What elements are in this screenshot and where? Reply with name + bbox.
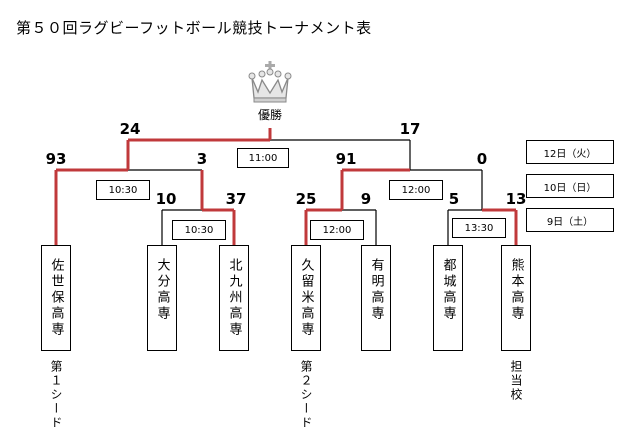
team-name: 佐世保高専 (48, 258, 64, 338)
final-time: 11:00 (237, 148, 289, 168)
team-box: 都城高専 (433, 245, 463, 351)
semi1-left-score: 93 (45, 150, 67, 168)
qf2-time: 12:00 (310, 220, 364, 240)
qf2-right-score: 9 (360, 190, 372, 208)
semi1-right-score: 3 (196, 150, 208, 168)
team-name: 久留米高専 (298, 258, 314, 338)
date-12: 12日（火） (526, 140, 614, 164)
team-box: 北九州高専 (219, 245, 249, 351)
final-left-score: 24 (119, 120, 141, 138)
seed-note-1: 第１シード (49, 360, 63, 430)
semi2-right-score: 0 (476, 150, 488, 168)
team-box: 久留米高専 (291, 245, 321, 351)
qf1-time: 10:30 (172, 220, 226, 240)
qf3-time: 13:30 (452, 218, 506, 238)
team-name: 都城高専 (440, 258, 456, 322)
champion-label: 優勝 (257, 108, 283, 122)
team-name: 有明高専 (368, 258, 384, 322)
qf1-left-score: 10 (155, 190, 177, 208)
date-10: 10日（日） (526, 174, 614, 198)
semi2-left-score: 91 (335, 150, 357, 168)
team-name: 北九州高専 (226, 258, 242, 338)
team-box: 大分高専 (147, 245, 177, 351)
host-note: 担当校 (509, 360, 523, 402)
date-9: 9日（土） (526, 208, 614, 232)
seed-note-2: 第２シード (299, 360, 313, 430)
team-name: 熊本高専 (508, 258, 524, 322)
page-title: 第５０回ラグビーフットボール競技トーナメント表 (16, 19, 372, 37)
semi1-time: 10:30 (96, 180, 150, 200)
team-box: 熊本高専 (501, 245, 531, 351)
crown-icon (248, 61, 292, 103)
final-right-score: 17 (399, 120, 421, 138)
team-name: 大分高専 (154, 258, 170, 322)
qf2-left-score: 25 (295, 190, 317, 208)
qf3-right-score: 13 (505, 190, 527, 208)
semi2-time: 12:00 (389, 180, 443, 200)
qf1-right-score: 37 (225, 190, 247, 208)
team-box: 佐世保高専 (41, 245, 71, 351)
qf3-left-score: 5 (448, 190, 460, 208)
team-box: 有明高専 (361, 245, 391, 351)
